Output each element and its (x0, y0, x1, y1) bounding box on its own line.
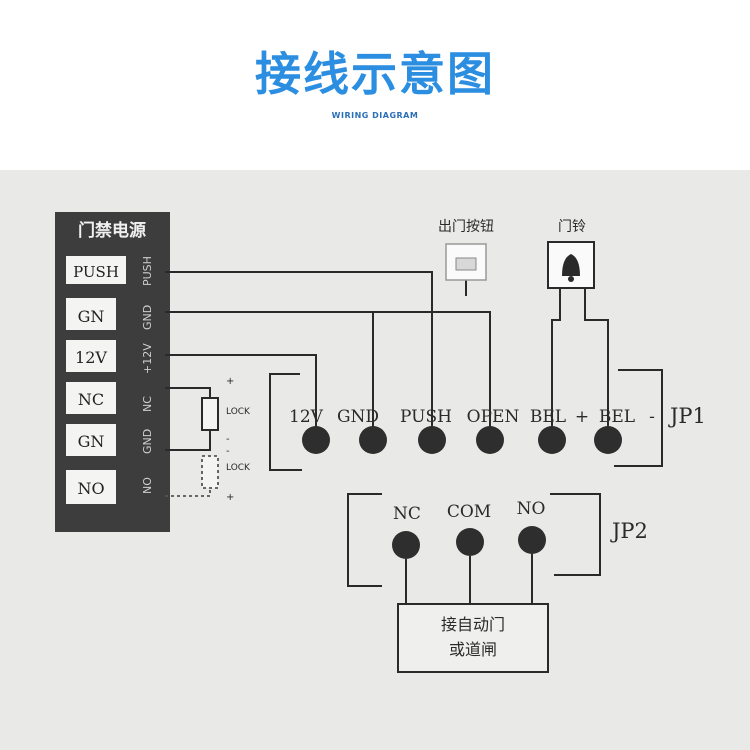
lock-plus: + (226, 492, 234, 503)
power-supply-board: 门禁电源 PUSH GN 12V NC GN NO PUSH GND +12V (55, 212, 170, 532)
terminal-push: PUSH (66, 256, 126, 284)
jp2-pin-com (456, 528, 484, 556)
lock-1: LOCK + - (201, 376, 251, 445)
bell-icon (562, 254, 580, 282)
jp2-pin-label: NC (393, 504, 421, 524)
terminal-label: NO (77, 479, 104, 498)
jp1-pin-open (476, 426, 504, 454)
jp1-pin-label: 12V (289, 407, 324, 427)
wires (165, 271, 663, 471)
page-subtitle: WIRING DIAGRAM (331, 111, 419, 120)
jp2-connector: NC COM NO JP2 (347, 493, 648, 604)
jp1-pin-12v (302, 426, 330, 454)
lock-minus: - (226, 446, 230, 457)
side-label: NO (141, 477, 154, 494)
terminal-12v: 12V (66, 340, 116, 372)
lock-minus: - (226, 434, 230, 445)
lock-label: LOCK (226, 407, 251, 417)
no-dashed-wire (165, 488, 211, 497)
terminal-label: 12V (75, 348, 107, 367)
jp1-pin-label: GND (337, 407, 379, 427)
side-label: +12V (141, 343, 154, 374)
terminal-gnd-2: GN (66, 424, 116, 456)
page-title: 接线示意图 (255, 47, 495, 101)
side-label: NC (141, 396, 154, 412)
side-label: GND (141, 429, 154, 454)
auto-door-box: 接自动门 或道闸 (397, 603, 549, 673)
exit-button: 出门按钮 (438, 219, 494, 281)
jp1-pin-bel-plus (538, 426, 566, 454)
exit-button-label: 出门按钮 (438, 219, 494, 235)
jp1-pin-label: BEL (599, 407, 635, 427)
jp1-pin-label: - (649, 407, 655, 427)
terminal-label: NC (78, 390, 104, 409)
terminal-label: PUSH (73, 263, 119, 281)
terminal-label: GN (78, 432, 105, 451)
lock-2: LOCK - + (201, 446, 251, 503)
jp1-pin-bel-minus (594, 426, 622, 454)
jp1-pin-label: + (575, 407, 589, 427)
jp1-connector: 12V GND PUSH OPEN BEL + BEL - JP1 (289, 404, 706, 454)
terminal-gnd-1: GN (66, 298, 116, 330)
jp2-pin-no (518, 526, 546, 554)
jp1-pin-label: OPEN (467, 407, 520, 427)
jp1-name: JP1 (668, 404, 706, 428)
jp2-pin-label: COM (447, 502, 491, 522)
terminal-no: NO (66, 470, 116, 504)
lock-plus: + (226, 376, 234, 387)
lock-label: LOCK (226, 463, 251, 473)
auto-door-line1: 接自动门 (441, 615, 505, 634)
jp1-pin-label: PUSH (400, 407, 452, 427)
terminal-nc: NC (66, 382, 116, 414)
jp2-pin-nc (392, 531, 420, 559)
jp1-pin-label: BEL (530, 407, 566, 427)
jp2-pin-label: NO (517, 499, 546, 519)
auto-door-line2: 或道闸 (449, 640, 497, 659)
side-label: PUSH (141, 256, 154, 286)
jp1-pin-gnd (359, 426, 387, 454)
jp1-pin-push (418, 426, 446, 454)
side-label: GND (141, 305, 154, 330)
doorbell: 门铃 (547, 219, 595, 289)
jp2-name: JP2 (610, 519, 648, 543)
doorbell-label: 门铃 (558, 219, 586, 235)
terminal-label: GN (78, 307, 105, 326)
power-supply-title: 门禁电源 (78, 220, 146, 241)
